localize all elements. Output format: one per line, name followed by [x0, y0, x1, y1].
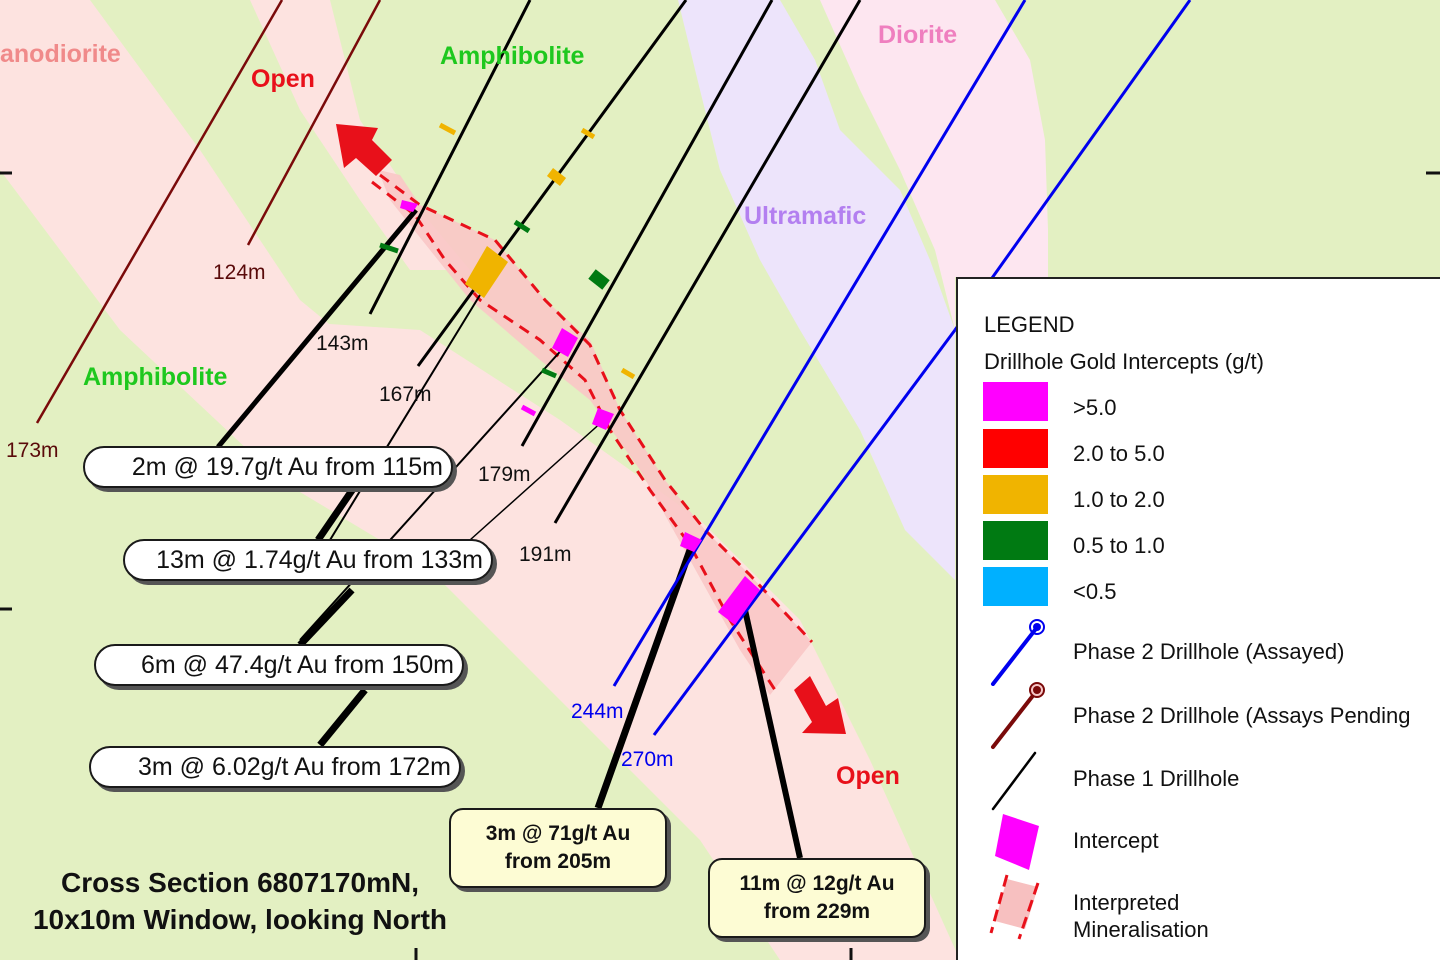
- grade-swatch-05to1: [983, 521, 1048, 560]
- legend-symbol-label: Phase 2 Drillhole (Assayed): [1073, 639, 1345, 664]
- legend-symbol-label: Intercept: [1073, 828, 1159, 853]
- intercept-pill: 13m @ 1.74g/t Au from 133m: [123, 539, 493, 581]
- open-arrows: [336, 124, 846, 734]
- depth-label-173m: 173m: [6, 439, 59, 462]
- frame-ticks: [0, 171, 1440, 960]
- depth-label-124m: 124m: [213, 261, 266, 284]
- legend-symbol-label: Phase 2 Drillhole (Assays Pending: [1073, 703, 1411, 728]
- interpreted-mineralisation-icon: [989, 874, 1040, 940]
- grade-label: 0.5 to 1.0: [1073, 533, 1165, 558]
- phase2-assayed-drillholes: [612, 0, 1192, 736]
- intercept-pill: 2m @ 19.7g/t Au from 115m: [83, 446, 453, 488]
- legend-panel: LEGEND Drillhole Gold Intercepts (g/t) >…: [956, 277, 1440, 960]
- grade-label: 1.0 to 2.0: [1073, 487, 1165, 512]
- lithology-label-amphibolite-left: Amphibolite: [83, 363, 228, 391]
- depth-label-179m: 179m: [478, 463, 531, 486]
- section-title-line2: 10x10m Window, looking North: [32, 904, 448, 935]
- diorite-band: [820, 0, 1048, 330]
- phase2-pending-drillholes: [35, 0, 382, 424]
- open-label-bottom: Open: [836, 762, 900, 790]
- open-arrow-up-icon: [336, 124, 392, 176]
- grade-swatch-1to2: [983, 475, 1048, 514]
- open-arrow-down-icon: [794, 676, 846, 734]
- callout-line1: 11m @ 12g/t Au: [739, 872, 895, 895]
- lithology-label-diorite: Diorite: [878, 21, 958, 49]
- legend-title: LEGEND: [984, 312, 1075, 337]
- intercept-icon: [995, 814, 1039, 870]
- depth-label-167m: 167m: [379, 383, 432, 406]
- intercept-blocks: [400, 200, 760, 625]
- grade-label: <0.5: [1073, 579, 1117, 604]
- legend-subtitle: Drillhole Gold Intercepts (g/t): [984, 349, 1264, 374]
- grade-swatch-lt05: [983, 567, 1048, 606]
- depth-label-244m: 244m: [571, 700, 624, 723]
- legend-symbol-label: Phase 1 Drillhole: [1073, 766, 1240, 791]
- grade-label: >5.0: [1073, 395, 1117, 420]
- phase1-drillhole-icon: [991, 751, 1037, 811]
- grade-swatch-gt5: [983, 382, 1048, 421]
- open-label-top: Open: [251, 65, 315, 93]
- lithology-label-granodiorite: anodiorite: [0, 40, 121, 68]
- depth-label-143m: 143m: [316, 332, 369, 355]
- phase1-drillholes: [216, 0, 862, 859]
- grade-label: 2.0 to 5.0: [1073, 441, 1165, 466]
- callout-line2: from 205m: [504, 850, 612, 873]
- intercept-pill: 6m @ 47.4g/t Au from 150m: [94, 644, 464, 686]
- intercept-pill: 3m @ 6.02g/t Au from 172m: [89, 746, 461, 788]
- depth-label-270m: 270m: [621, 748, 674, 771]
- callout-line1: 3m @ 71g/t Au: [485, 822, 631, 845]
- lithology-label-ultramafic: Ultramafic: [744, 202, 867, 230]
- legend-label-line2: Mineralisation: [1073, 917, 1209, 942]
- interpreted-mineralisation: [371, 170, 814, 695]
- callout-line2: from 229m: [763, 900, 871, 923]
- legend-symbol-label-mineralisation: Interpreted Mineralisation: [1073, 889, 1209, 943]
- phase2-assayed-drillhole-icon: [991, 619, 1045, 686]
- legend-label-line1: Interpreted: [1073, 890, 1180, 915]
- grade-swatch-2to5: [983, 429, 1048, 468]
- section-title-line1: Cross Section 6807170mN,: [61, 867, 419, 898]
- intercept-callout-205m: 3m @ 71g/t Au from 205m: [449, 808, 667, 888]
- section-title: Cross Section 6807170mN, 10x10m Window, …: [0, 864, 480, 938]
- intercept-ticks: [379, 122, 636, 417]
- intercept-callout-229m: 11m @ 12g/t Au from 229m: [708, 858, 926, 938]
- ultramafic-band: [678, 0, 955, 580]
- depth-label-191m: 191m: [519, 543, 572, 566]
- phase2-pending-drillhole-icon: [991, 682, 1045, 749]
- lithology-label-amphibolite-top: Amphibolite: [440, 42, 585, 70]
